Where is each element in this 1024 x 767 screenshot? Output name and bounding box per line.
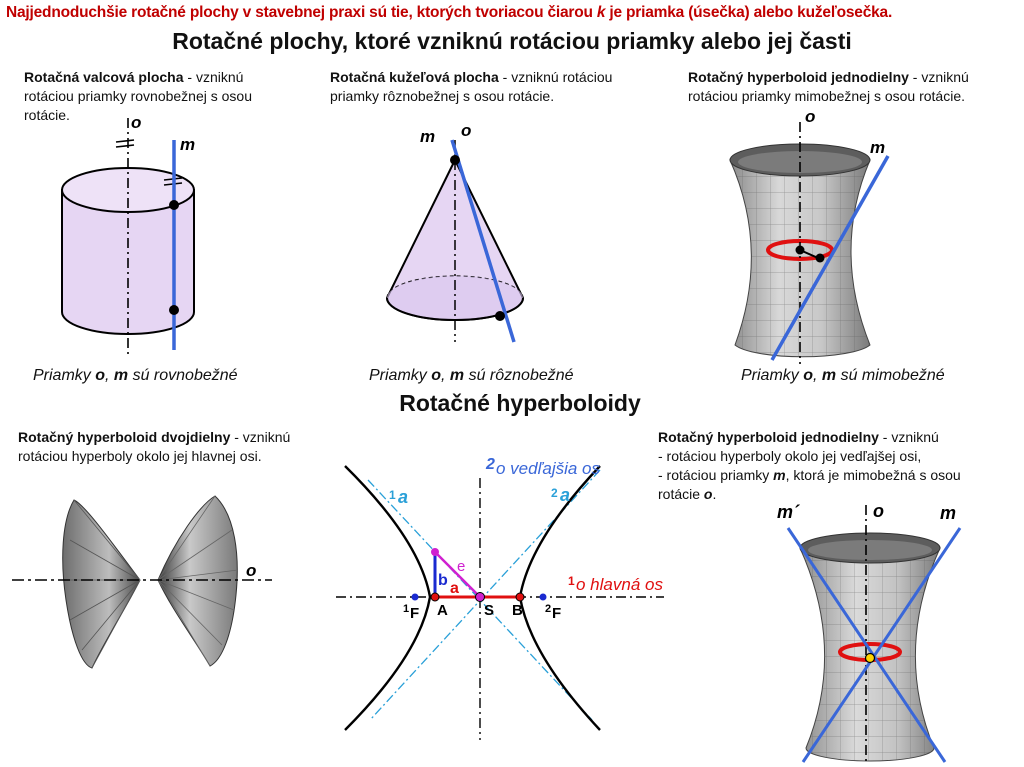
hyperboloid1-caption: Priamky o, m sú mimobežné: [741, 367, 945, 384]
vertex-a-label: A: [437, 602, 448, 619]
hyperboloid3-line-prime-label: m´: [777, 502, 800, 522]
focus2-sup: 2: [545, 603, 551, 615]
asymptote2-sup: 2: [551, 486, 558, 500]
cone-caption: Priamky o, m sú rôznobežné: [369, 367, 574, 384]
cone-line-label: m: [420, 127, 435, 146]
focus2-label: F: [552, 605, 561, 622]
focus1-label: F: [410, 605, 419, 622]
cylinder-line-label: m: [180, 135, 195, 154]
cone-description: Rotačná kužeľová plocha - vzniknú rotáci…: [330, 69, 613, 104]
hyperboloid2-axis-label: o: [246, 561, 256, 580]
intro-note: Najjednoduchšie rotačné plochy v stavebn…: [6, 4, 893, 21]
hyperboloid1-description: Rotačný hyperboloid jednodielny - vznikn…: [688, 69, 969, 104]
hyperboloid3-axis-label: o: [873, 501, 884, 521]
b-label: b: [438, 572, 448, 589]
minor-axis-sup: 2: [485, 456, 495, 473]
cone-axis-label: o: [461, 121, 471, 140]
asymptote2-label: a: [560, 485, 570, 505]
hyperboloid1-line-label: m: [870, 138, 885, 157]
asymptote1-sup: 1: [389, 488, 396, 502]
major-axis-sup: 1: [568, 574, 575, 588]
cylinder-axis-label: o: [131, 113, 141, 132]
focus1-sup: 1: [403, 603, 409, 615]
a-label: a: [450, 580, 459, 597]
cylinder-caption: Priamky o, m sú rovnobežné: [33, 367, 238, 384]
center-label: S: [484, 602, 494, 619]
minor-axis-label: o vedľajšia os: [496, 459, 601, 478]
hyperboloid2-description: Rotačný hyperboloid dvojdielny - vzniknú…: [18, 429, 291, 464]
title-hyperboloids: Rotačné hyperboloidy: [399, 390, 641, 416]
title-rotational-surfaces: Rotačné plochy, ktoré vzniknú rotáciou p…: [172, 28, 852, 54]
asymptote1-label: a: [398, 487, 408, 507]
cylinder-description: Rotačná valcová plocha - vzniknú rotácio…: [24, 69, 253, 123]
hyperboloid3-description: Rotačný hyperboloid jednodielny - vznikn…: [658, 429, 961, 502]
hyperboloid1-axis-label: o: [805, 107, 815, 126]
major-axis-label: o hlavná os: [576, 575, 663, 594]
e-label: e: [457, 558, 465, 575]
vertex-b-label: B: [512, 602, 523, 619]
hyperboloid3-line-label: m: [940, 503, 956, 523]
